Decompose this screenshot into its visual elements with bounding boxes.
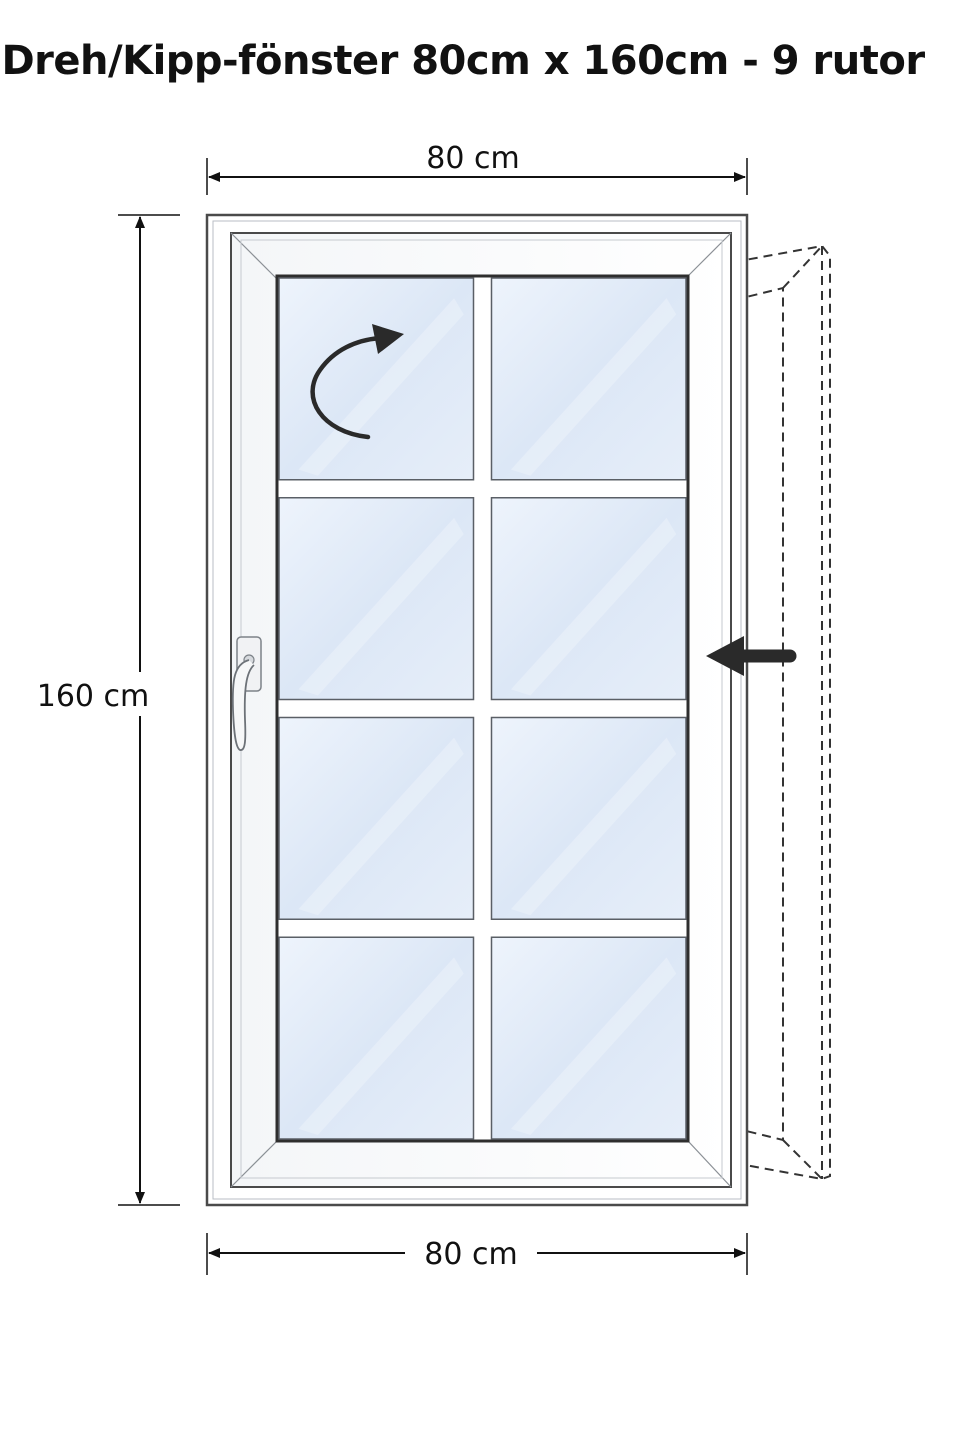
glass-reflection bbox=[298, 957, 464, 1135]
glass-pane bbox=[490, 936, 687, 1140]
glass-pane bbox=[490, 277, 687, 481]
window-panes bbox=[278, 277, 687, 1140]
height-label: 160 cm bbox=[37, 679, 150, 714]
glass-pane bbox=[278, 277, 475, 481]
window-handle-icon bbox=[231, 636, 262, 751]
top-width-dimension: 80 cm bbox=[206, 141, 748, 195]
glass-pane bbox=[278, 716, 475, 920]
glass-reflection bbox=[510, 957, 677, 1135]
glass-reflection bbox=[510, 298, 677, 476]
push-arrow-icon bbox=[706, 636, 797, 676]
top-width-label: 80 cm bbox=[426, 141, 519, 176]
glass-reflection bbox=[298, 517, 464, 696]
bottom-width-dimension: 80 cm bbox=[206, 1233, 748, 1275]
glass-reflection bbox=[510, 737, 677, 916]
glass-pane bbox=[278, 936, 475, 1140]
height-dimension: 160 cm bbox=[35, 214, 180, 1206]
glass-pane bbox=[278, 497, 475, 701]
curved-arrow-icon bbox=[310, 324, 404, 440]
glass-pane bbox=[490, 497, 687, 701]
glass-pane bbox=[490, 716, 687, 920]
glass-reflection bbox=[298, 737, 464, 916]
open-sash-outline bbox=[733, 244, 831, 1181]
page-title: Dreh/Kipp-fönster 80cm x 160cm - 9 rutor bbox=[1, 38, 925, 84]
glass-reflection bbox=[510, 517, 677, 696]
bottom-width-label: 80 cm bbox=[424, 1237, 517, 1272]
